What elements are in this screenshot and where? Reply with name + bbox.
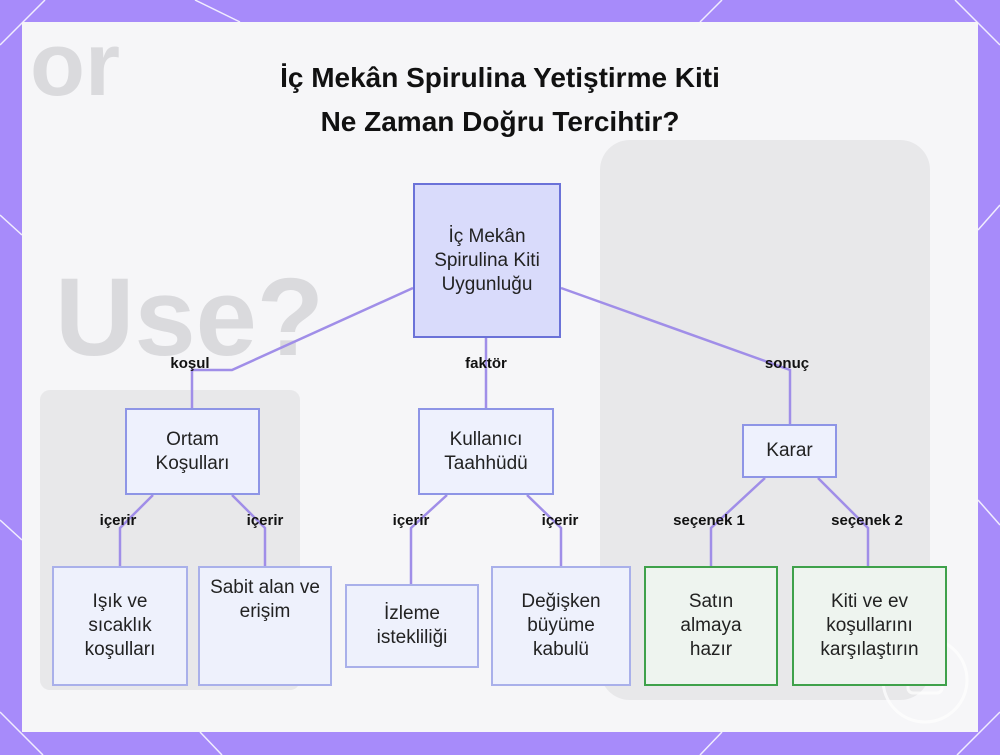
edge-label-icerir-4: içerir xyxy=(541,512,579,529)
node-kullanici-taahhudu: Kullanıcı Taahhüdü xyxy=(418,408,554,495)
edge-label-icerir-1: içerir xyxy=(99,512,137,529)
edge-label-faktor: faktör xyxy=(465,355,507,372)
edge-root-karar xyxy=(560,286,792,424)
node-ortam-kosullari: Ortam Koşulları xyxy=(125,408,260,495)
edge-kullanici-izleme xyxy=(409,494,448,584)
background-word-or: or xyxy=(30,15,120,115)
node-isik-sicaklik: Işık ve sıcaklık koşulları xyxy=(52,566,188,686)
node-kiti-karsilastir: Kiti ve ev koşullarını karşılaştırın xyxy=(792,566,947,686)
edge-label-kosul: koşul xyxy=(170,355,210,372)
edge-ortam-isik xyxy=(118,494,154,566)
node-izleme: İzleme istekliliği xyxy=(345,584,479,668)
edge-label-icerir-2: içerir xyxy=(246,512,284,529)
edge-label-secenek-2: seçenek 2 xyxy=(831,512,903,529)
edge-ortam-sabit xyxy=(231,494,267,566)
edge-label-icerir-3: içerir xyxy=(392,512,430,529)
node-satin-almaya: Satın almaya hazır xyxy=(644,566,778,686)
node-karar: Karar xyxy=(742,424,837,478)
node-sabit-alan: Sabit alan ve erişim xyxy=(198,566,332,686)
title-line-2: Ne Zaman Doğru Tercihtir? xyxy=(320,106,680,137)
edge-kullanici-degisken xyxy=(526,494,563,566)
background-word-use: Use? xyxy=(55,256,324,379)
node-root: İç Mekân Spirulina Kiti Uygunluğu xyxy=(413,183,561,338)
node-degisken-buyume: Değişken büyüme kabulü xyxy=(491,566,631,686)
edge-label-sonuc: sonuç xyxy=(764,355,810,372)
edge-karar-kiti xyxy=(817,477,870,566)
edge-root-ortam xyxy=(190,286,414,408)
title-line-1: İç Mekân Spirulina Yetiştirme Kiti xyxy=(280,62,720,93)
page-title: İç Mekân Spirulina Yetiştirme Kiti Ne Za… xyxy=(0,56,1000,144)
edge-karar-satin xyxy=(709,477,766,566)
edge-label-secenek-1: seçenek 1 xyxy=(673,512,745,529)
